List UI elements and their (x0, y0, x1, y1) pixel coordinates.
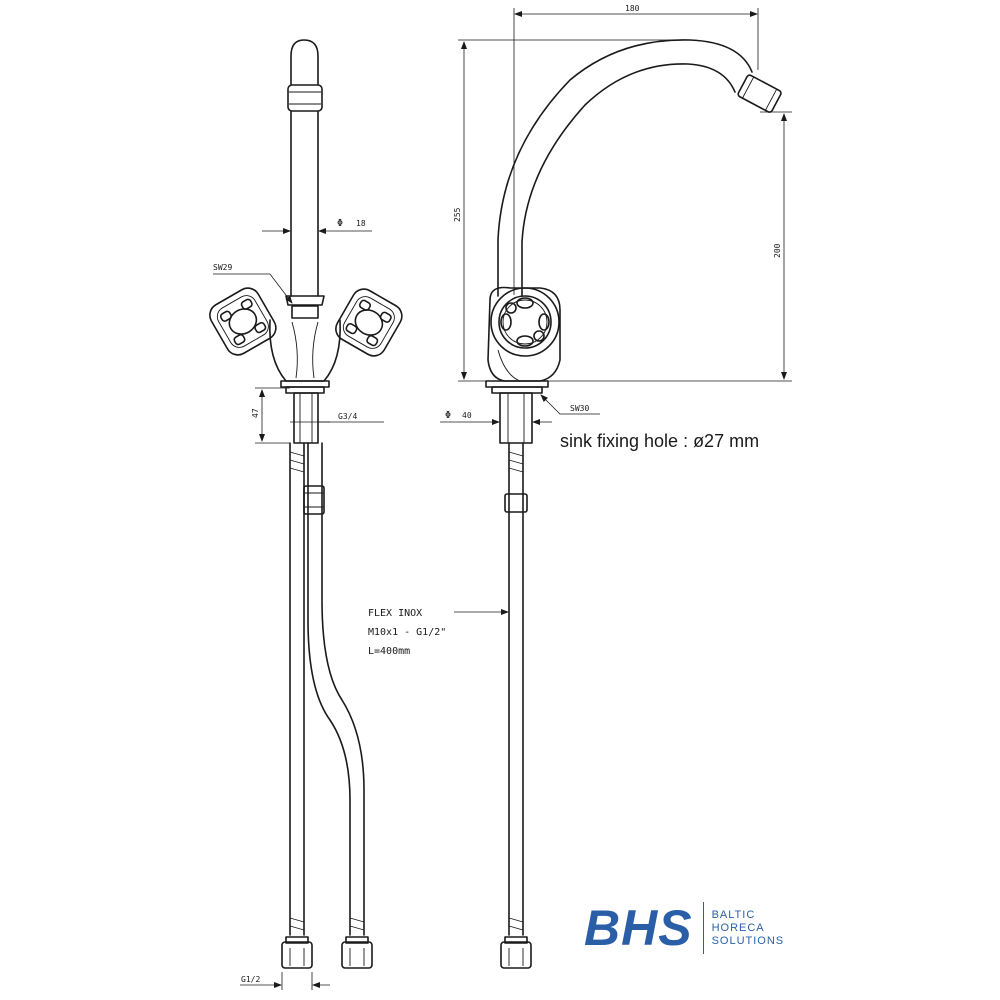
logo-mark: BHS (584, 900, 693, 956)
front-view: Φ 18 SW29 47 G3/4 G1/2 (209, 39, 403, 990)
spout-height-label: 200 (773, 243, 782, 258)
total-height-label: 255 (453, 207, 462, 222)
tube-diameter-symbol: Φ (337, 218, 343, 229)
thread-hose-label: G1/2 (241, 975, 260, 984)
logo-word-3: SOLUTIONS (711, 934, 785, 947)
wrench-size-base-label: SW30 (570, 404, 589, 413)
hose-note-line2: M10x1 - G1/2" (368, 627, 446, 638)
fixing-hole-note: sink fixing hole : ø27 mm (560, 431, 759, 451)
spout-width-label: 180 (625, 4, 640, 13)
bhs-logo: BHS BALTIC HORECA SOLUTIONS (584, 900, 784, 956)
wrench-size-body-label: SW29 (213, 263, 232, 272)
side-view: 180 255 200 Φ 40 SW30 (440, 4, 792, 969)
logo-word-1: BALTIC (711, 908, 756, 921)
base-diameter-label: 40 (462, 411, 472, 420)
tube-diameter-label: 18 (356, 219, 366, 228)
base-diameter-symbol: Φ (445, 410, 451, 421)
thread-main-label: G3/4 (338, 412, 357, 421)
logo-separator (702, 902, 704, 954)
logo-words: BALTIC HORECA SOLUTIONS (712, 909, 785, 948)
logo-word-2: HORECA (711, 921, 765, 934)
hose-note-line3: L=400mm (368, 646, 410, 657)
hose-note: FLEX INOX M10x1 - G1/2" L=400mm (368, 608, 446, 657)
shank-length-label: 47 (251, 408, 260, 418)
hose-note-line1: FLEX INOX (368, 608, 422, 619)
